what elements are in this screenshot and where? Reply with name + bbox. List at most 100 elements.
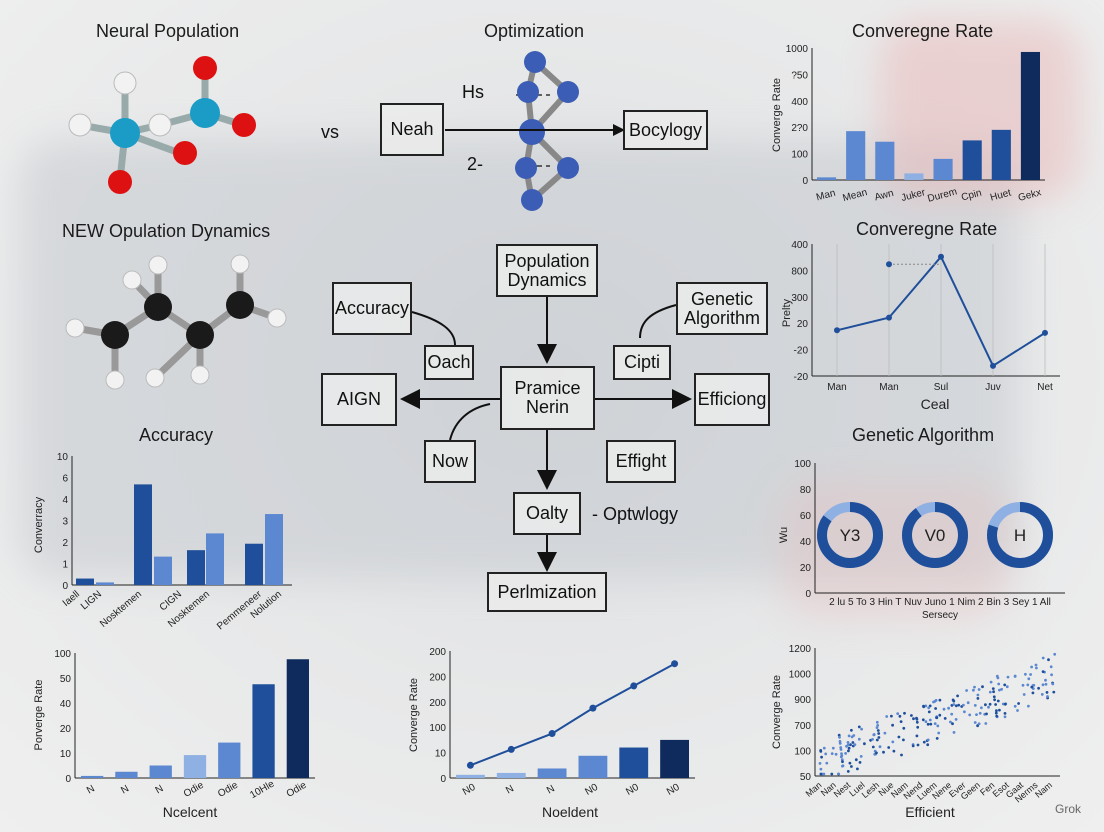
scatter-point: [1053, 652, 1057, 656]
scatter-point: [1050, 673, 1053, 677]
scatter-point: [1017, 702, 1020, 705]
x-tick-label: N: [119, 783, 131, 796]
scatter-point: [910, 714, 913, 717]
y-tick-label: 200: [429, 672, 446, 683]
scatter-point: [852, 734, 856, 737]
x-axis-label: Ceal: [921, 396, 950, 412]
bar: [904, 173, 924, 180]
scatter-point: [1041, 683, 1045, 687]
scatter-point: [839, 748, 843, 751]
scatter-point: [819, 767, 823, 771]
series-line: [470, 662, 676, 767]
y-axis-label: Converge Rate: [408, 678, 420, 752]
scatter-point: [992, 690, 995, 694]
bar: [933, 158, 953, 180]
bar: [218, 742, 241, 778]
scatter-point: [926, 743, 930, 747]
y-tick-label: 1000: [789, 670, 812, 681]
scatter-point: [965, 689, 968, 692]
scatter-point: [994, 703, 997, 706]
y-tick-label: 0: [62, 581, 68, 592]
y-tick-label: 1000: [786, 44, 809, 55]
scatter-point: [856, 767, 859, 771]
scatter-point: [902, 726, 906, 730]
scatter-point: [987, 705, 990, 709]
now-box: Now: [424, 440, 476, 483]
scatter-point: [877, 732, 881, 735]
scatter-point: [854, 758, 858, 762]
bar: [578, 755, 608, 778]
scatter-point: [838, 735, 841, 739]
scatter-point: [887, 746, 891, 749]
data-point: [938, 253, 944, 260]
scatter-point: [850, 765, 853, 768]
donut-slice: [817, 502, 883, 568]
scatter-point: [851, 741, 855, 744]
x-tick-label: N0: [624, 782, 641, 798]
scatter-point: [975, 713, 978, 716]
scatter-point: [921, 718, 925, 722]
scatter-point: [993, 698, 996, 702]
data-point: [589, 704, 597, 712]
scatter-point: [911, 744, 915, 748]
scatter-point: [847, 734, 851, 738]
scatter-point: [938, 698, 942, 702]
scatter-point: [825, 761, 829, 765]
scatter-point: [954, 718, 958, 721]
scatter-point: [952, 731, 956, 734]
molecule-diagram-2: [65, 254, 287, 390]
bar: [134, 484, 152, 585]
y-tick-label: ?50: [791, 70, 808, 81]
bar: [187, 550, 205, 585]
scatter-point: [838, 742, 842, 745]
x-tick-label: LIGN: [79, 589, 104, 612]
y-tick-label: 80: [800, 485, 812, 496]
scatter-point: [891, 723, 894, 727]
scatter-point: [984, 722, 988, 725]
scatter-point: [897, 735, 901, 739]
data-point: [507, 745, 515, 753]
y-tick-label: 3: [62, 517, 68, 528]
y-tick-label: 100: [791, 150, 808, 161]
x-tick-label: Man: [879, 382, 898, 393]
scatter-point: [978, 711, 982, 715]
scatter-point: [951, 722, 954, 726]
scatter-point: [973, 685, 976, 689]
scatter-point: [916, 743, 920, 747]
scatter-point: [957, 703, 961, 707]
scatter-point: [973, 704, 977, 707]
bar: [660, 739, 689, 778]
scatter-point: [1003, 702, 1007, 706]
oalty-box: Oalty: [513, 492, 581, 535]
y-axis-label: Porverge Rate: [33, 680, 45, 751]
data-point: [630, 682, 638, 690]
y-tick-label: 40: [800, 537, 812, 548]
scatter-point: [934, 707, 937, 710]
bar: [286, 659, 309, 778]
scatter-point: [876, 724, 880, 727]
scatter-point: [937, 731, 941, 735]
scatter-point: [966, 701, 970, 705]
scatter-point: [1045, 691, 1049, 694]
scatter-point: [1047, 658, 1050, 662]
scatter-point: [926, 738, 930, 742]
scatter-point: [898, 714, 902, 718]
scatter-point: [883, 731, 887, 735]
y-tick-label: 200: [429, 698, 446, 709]
scatter-point: [860, 727, 863, 731]
scatter-point: [849, 743, 852, 747]
scatter-point: [859, 755, 863, 758]
bar: [265, 514, 283, 585]
scatter-point: [991, 687, 995, 690]
scatter-point: [1005, 685, 1009, 689]
scatter-point: [988, 702, 992, 706]
scatter-point: [972, 688, 975, 692]
scatter-point: [1051, 682, 1055, 686]
y-tick-label: -20: [794, 346, 809, 357]
x-axis-label: Noeldent: [542, 804, 598, 820]
